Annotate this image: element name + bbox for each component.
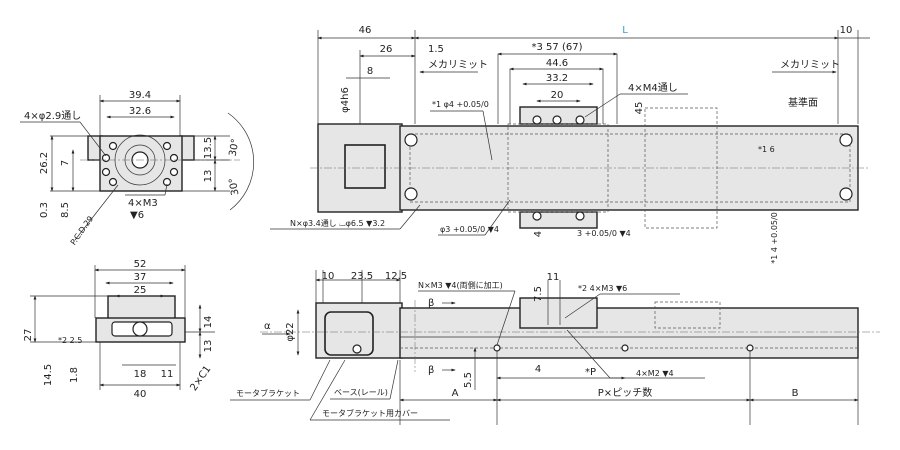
dim-13: 13 xyxy=(203,170,214,183)
dim-B: B xyxy=(792,388,799,399)
pcd-label: P.C.D.29 xyxy=(69,214,95,246)
dim-39-4: 39.4 xyxy=(129,90,151,101)
label-motor-bracket: モータブラケット xyxy=(236,388,300,398)
dim-8-5: 8.5 xyxy=(60,202,71,218)
dim-46: 46 xyxy=(359,25,372,36)
dim-13: 13 xyxy=(203,340,214,353)
dim-11: 11 xyxy=(547,272,560,283)
dim-phi22: φ22 xyxy=(285,322,296,341)
dim-44-6: 44.6 xyxy=(546,58,568,69)
hole-note: 4×φ2.9通し xyxy=(24,110,81,122)
dim-23-5: 23.5 xyxy=(351,271,373,282)
beta-bottom: β xyxy=(428,365,434,376)
angle-30-bottom: 30° xyxy=(228,177,242,196)
dim-7-5: 7.5 xyxy=(533,286,544,302)
dim-37: 37 xyxy=(134,272,147,283)
dim-40: 40 xyxy=(134,389,147,400)
front-view: 39.4 32.6 4×φ2.9通し 26.2 7 0.3 8.5 13.5 1… xyxy=(20,90,255,247)
end-view: 52 37 25 27 14 13 *2 2.5 14.5 1.8 18 11 … xyxy=(23,259,215,400)
dim-13-5: 13.5 xyxy=(203,137,214,159)
dim-4-tol: *1 4 +0.05/0 xyxy=(770,212,779,264)
dim-18: 18 xyxy=(134,369,147,380)
motor-bracket-cover xyxy=(324,311,374,356)
pin-hole-note: *1 φ4 +0.05/0 xyxy=(432,100,489,109)
dim-1-5: 1.5 xyxy=(428,44,444,55)
reference-face: 基準面 xyxy=(788,96,818,109)
side-view: 10 23.5 12.5 N×M3 ▼4(両側に加工) 7.5 11 *2 4×… xyxy=(230,270,880,425)
dim-33-2: 33.2 xyxy=(546,73,568,84)
slider-bottom-tab xyxy=(519,211,598,229)
dim-L: L xyxy=(622,25,628,36)
slot-note: 3 +0.05/0 ▼4 xyxy=(577,229,631,238)
dim-25: 25 xyxy=(134,285,147,296)
m2-note: 4×M2 ▼4 xyxy=(636,369,674,378)
dim-14: 14 xyxy=(203,316,214,329)
shaft-dim: φ4h6 xyxy=(340,87,351,113)
mech-limit-right: メカリミット xyxy=(780,59,840,71)
chamfer-note: 2×C1 xyxy=(188,364,213,393)
dim-1-8: 1.8 xyxy=(69,367,80,383)
dim-11: 11 xyxy=(161,369,174,380)
dim-32-6: 32.6 xyxy=(129,106,151,117)
angle-30-top: 30° xyxy=(228,138,242,157)
dim-6: *1 6 xyxy=(758,145,775,154)
dim-4: 4 xyxy=(533,231,544,237)
top-view: 46 L 10 26 1.5 メカリミット メカリミット 8 φ4h6 *3 5… xyxy=(270,25,870,264)
dim-27: 27 xyxy=(23,329,34,342)
rail-side xyxy=(399,307,859,359)
mech-limit-left: メカリミット xyxy=(428,59,488,71)
dim-0-3: 0.3 xyxy=(39,202,50,218)
dim-2-5: *2 2.5 xyxy=(58,336,82,345)
dim-45: 45 xyxy=(634,102,645,115)
dim-10: 10 xyxy=(840,25,853,36)
alpha: α xyxy=(264,321,271,332)
m4-note: 4×M4通し xyxy=(628,82,678,94)
dim-pitch-count: P×ピッチ数 xyxy=(598,386,652,399)
n-m3-note: N×M3 ▼4(両側に加工) xyxy=(418,280,503,290)
dim-10: 10 xyxy=(322,271,335,282)
dim-12-5: 12.5 xyxy=(385,271,407,282)
tap-depth: ▼6 xyxy=(130,210,144,221)
slider-side xyxy=(519,297,598,329)
dim-26-2: 26.2 xyxy=(39,152,50,174)
angle-arc xyxy=(227,112,255,211)
label-base-rail: ベース(レール) xyxy=(334,388,388,397)
dim-52: 52 xyxy=(134,259,147,270)
label-motor-bracket-cover: モータブラケット用カバー xyxy=(322,408,418,418)
m3-note: *2 4×M3 ▼6 xyxy=(578,284,627,293)
dim-26: 26 xyxy=(380,44,393,55)
dim-7: 7 xyxy=(60,160,71,166)
beta-top: β xyxy=(428,298,434,309)
dim-4: 4 xyxy=(535,364,541,375)
tap-note: 4×M3 xyxy=(128,198,158,209)
dim-5-5: 5.5 xyxy=(463,372,474,388)
dim-57: *3 57 (67) xyxy=(532,42,583,53)
phi3-note: φ3 +0.05/0 ▼4 xyxy=(440,225,499,234)
dim-14-5: 14.5 xyxy=(43,364,54,386)
dim-A: A xyxy=(452,388,459,399)
dim-8: 8 xyxy=(367,66,373,77)
dim-20: 20 xyxy=(551,90,564,101)
n-hole-note: N×φ3.4通し ⌴φ6.5 ▼3.2 xyxy=(290,218,385,228)
dim-pitch-p: *P xyxy=(585,367,596,378)
